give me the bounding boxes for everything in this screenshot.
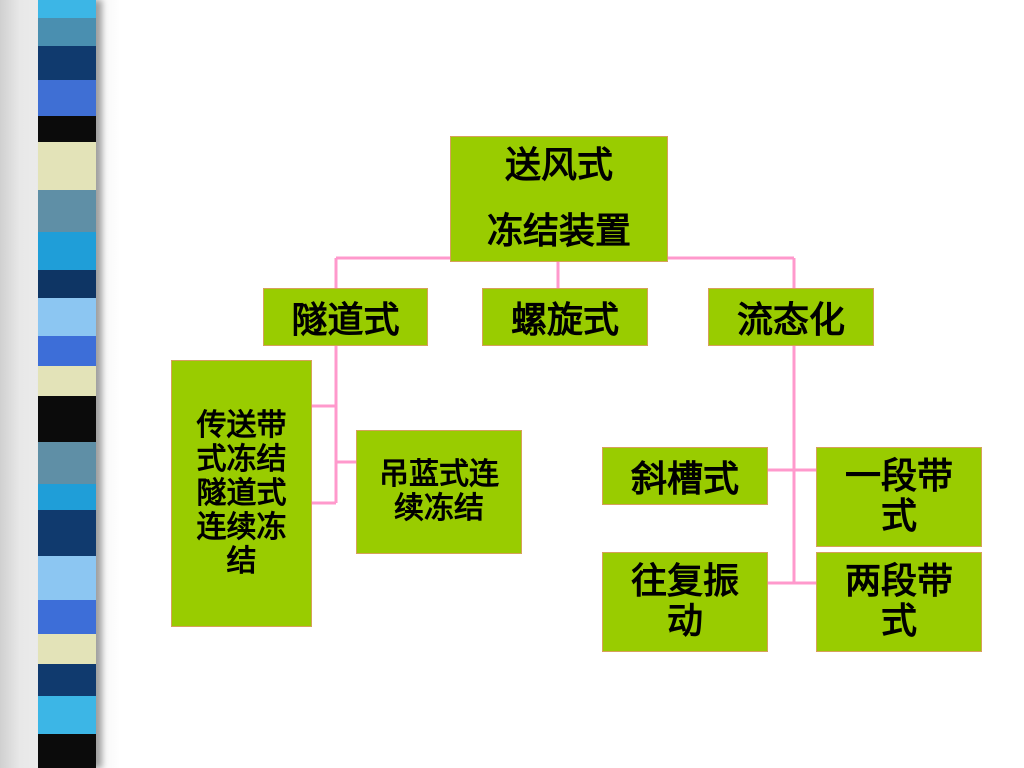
ribbon-stripe: [38, 664, 96, 696]
inclined-trough-node: 斜槽式: [602, 447, 768, 505]
fluidized-type-node: 流态化: [708, 288, 874, 346]
inclined-trough-label: 斜槽式: [630, 459, 739, 500]
conveyor-tunnel-label: 传送带式冻结隧道式连续冻结: [196, 407, 287, 579]
ribbon-stripe: [38, 366, 96, 396]
ribbon-stripe: [38, 600, 96, 634]
conveyor-tunnel-node: 传送带式冻结隧道式连续冻结: [171, 360, 312, 627]
tunnel-type-label: 隧道式: [291, 300, 400, 341]
ribbon-stripe: [38, 696, 96, 734]
ribbon-stripe: [38, 142, 96, 190]
ribbon-stripe: [38, 336, 96, 366]
one-stage-belt-node: 一段带式: [816, 447, 982, 547]
two-stage-belt-label: 两段带式: [844, 561, 953, 642]
ribbon-stripe: [38, 18, 96, 46]
ribbon-stripe: [38, 298, 96, 336]
ribbon-stripe: [38, 80, 96, 116]
ribbon-stripe: [38, 510, 96, 556]
reciprocating-vibration-label: 往复振动: [630, 561, 739, 642]
spiral-type-label: 螺旋式: [510, 300, 619, 341]
decorative-ribbon: [38, 0, 96, 768]
reciprocating-vibration-node: 往复振动: [602, 552, 768, 652]
ribbon-stripe: [38, 0, 96, 18]
fluidized-type-label: 流态化: [736, 300, 845, 341]
root-node: 送风式 冻结装置: [450, 136, 668, 262]
root-node-line1: 送风式: [504, 145, 613, 186]
ribbon-stripe: [38, 734, 96, 768]
spiral-type-node: 螺旋式: [482, 288, 648, 346]
hanging-basket-node: 吊蓝式连续冻结: [356, 430, 522, 554]
tunnel-type-node: 隧道式: [263, 288, 428, 346]
hanging-basket-label: 吊蓝式连续冻结: [379, 457, 499, 526]
ribbon-stripe: [38, 442, 96, 484]
ribbon-stripe: [38, 396, 96, 442]
ribbon-stripe: [38, 270, 96, 298]
ribbon-stripe: [38, 116, 96, 142]
one-stage-belt-label: 一段带式: [844, 456, 953, 537]
ribbon-stripe: [38, 484, 96, 510]
two-stage-belt-node: 两段带式: [816, 552, 982, 652]
ribbon-stripe: [38, 190, 96, 232]
ribbon-stripe: [38, 232, 96, 270]
ribbon-stripe: [38, 556, 96, 600]
ribbon-stripe: [38, 634, 96, 664]
root-node-line2: 冻结装置: [486, 211, 631, 252]
ribbon-stripe: [38, 46, 96, 80]
